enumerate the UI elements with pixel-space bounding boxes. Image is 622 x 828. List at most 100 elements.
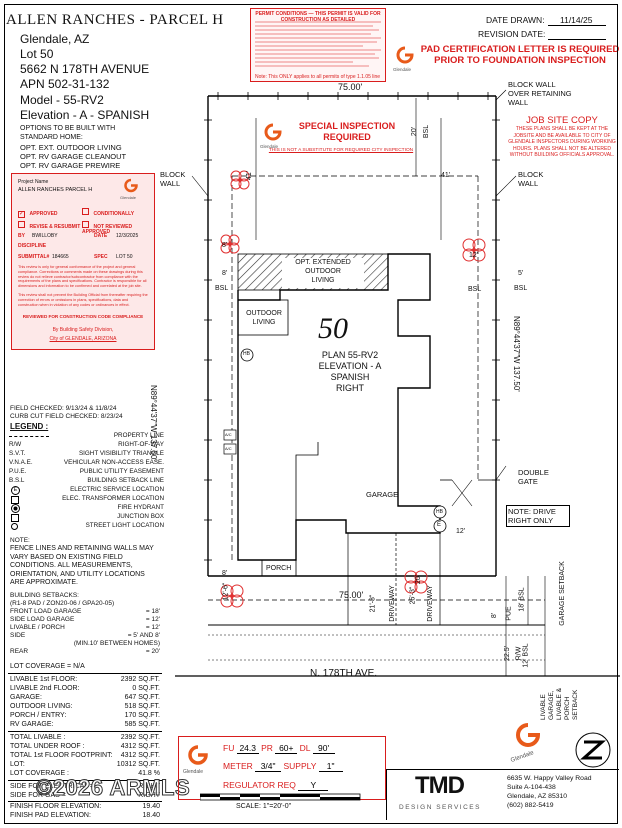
glendale-logo-plan: Glendale [260,122,286,149]
garage-setback-label: GARAGE SETBACK [558,561,566,626]
lot-number: Lot 50 [20,47,54,61]
street-light-icon [11,523,18,530]
review-stamp: Project Name ALLEN RANCHES PARCEL H Glen… [11,173,155,350]
setback-lines [231,175,479,560]
address: 5662 N 178TH AVENUE [20,62,150,76]
transformer-icon [11,496,19,504]
legend-row: P.U.E.PUBLIC UTILITY EASEMENT [9,468,164,475]
glendale-logo-large: Glendale [510,720,546,764]
electric-service-icon: E [11,486,20,495]
dim-25-3: 25'-3" [409,586,417,605]
legend-row: PROPERTY LINE [9,432,164,441]
driveway-label-right: DRIVEWAY [426,585,434,622]
lot-number-large: 50 [318,312,348,345]
bsl-12: 12' BSL [522,643,530,668]
apn: APN 502-31-132 [20,77,110,91]
tree-icon [220,234,240,254]
setbacks-table: FRONT LOAD GARAGE= 18' SIDE LOAD GARAGE=… [10,608,160,655]
pue-label: PUE [505,606,513,621]
scale-label: SCALE: 1"=20'-0" [236,803,292,810]
job-site-copy-title: JOB SITE COPY [526,115,598,126]
tree-icon [230,170,250,190]
tree-icon [220,584,244,608]
street-label: N. 178TH AVE. [310,668,378,679]
permit-conditions-stamp: PERMIT CONDITIONS — THIS PERMIT IS VALID… [250,8,386,82]
bsl-right: BSL [468,286,482,293]
date-drawn-label: DATE DRAWN: [486,15,545,25]
glendale-logo-small: Glendale [393,44,417,72]
setback-18: 18' BSL [518,587,526,612]
setbacks-zone: (R1-8 PAD / ZON20-06 / GPA20-05) [10,600,115,607]
bsl-label: BSL [423,124,431,139]
e-label: E [437,522,442,528]
legend-row: STREET LIGHT LOCATION [9,522,164,531]
lot-width-bottom: 75.00' [339,590,364,600]
not-substitute-notice: THIS IS NOT A SUBSTITUTE FOR REQUIRED CI… [268,148,414,153]
areas-table: LIVABLE 1st FLOOR:2392 SQ.FT. LIVABLE 2n… [10,676,160,728]
dim-12-front: 12' [456,528,466,535]
glendale-logo: Glendale [120,177,142,200]
dim-12-right: 12' [469,252,479,259]
livable-setback-label: LIVABLE GARAGE, LIVABLE & PORCH SETBACK [540,687,579,720]
title-block: TMD DESIGN SERVICES 6635 W. Happy Valley… [386,769,619,820]
project-city: Glendale, AZ [20,32,90,46]
curb-cut-checked: CURB CUT FIELD CHECKED: 8/23/24 [10,413,123,420]
hb-label: HB [243,351,250,357]
options-list: OPT. EXT. OUTDOOR LIVING OPT. RV GARAGE … [20,143,126,170]
tree-icons [220,170,486,608]
dim-22-5: 22.5' [503,646,511,661]
legend-title: LEGEND : [10,422,49,431]
garage-label: GARAGE [366,490,399,499]
electrical-side: SIDE FOR ELECTRICAL =RIGHT [10,783,160,790]
option-item: OPT. EXT. OUTDOOR LIVING [20,143,122,152]
electric-service-icon [433,519,447,533]
revision-date-label: REVISION DATE: [478,29,546,39]
checkbox-conditionally-approved: CONDITIONALLY APPROVED [82,202,150,238]
right-bearing: N89°44'37"W 137.50' [512,316,521,392]
note-title: NOTE: [10,537,30,544]
bsl-far-right: BSL [514,285,528,292]
option-item: OPT. RV GARAGE CLEANOUT [20,152,127,161]
house-footprint [237,253,441,561]
option-item: OPT. RV GARAGE PREWIRE [20,161,121,170]
date-drawn-value: 11/14/25 [560,15,593,25]
hose-bib-icon [240,348,254,362]
north-arrow-icon [572,730,614,775]
tree-icon [462,238,486,262]
dim-20: 20' [415,574,423,585]
armls-watermark: ©2026 ARMLS [35,775,191,801]
bsl-left: BSL [215,285,229,292]
legend-row: V.N.A.E.VEHICULAR NON-ACCESS EASE. [9,459,164,466]
checkbox-approved: ✓ APPROVED [18,211,58,218]
legend-row: JUNCTION BOX [9,513,164,522]
setbacks-title: BUILDING SETBACKS: [10,592,79,599]
hose-bib-icon [433,505,447,519]
junction-box-icon [11,514,19,522]
outdoor-living-area [237,299,289,336]
totals-table: TOTAL LIVABLE :2392 SQ.FT. TOTAL UNDER R… [10,734,160,777]
gas-side: SIDE FOR GAS =RIGHT [10,792,160,799]
porch-label: PORCH [266,565,292,572]
checkbox-revise: REVISE & RESUBMIT [18,215,80,233]
fu-pr-dl-row: FU 24.3 PR 60+ DL 90' [223,743,383,754]
firm-tagline: DESIGN SERVICES [399,804,481,811]
model: Model - 55-RV2 [20,93,104,107]
legend-row: FIRE HYDRANT [9,504,164,513]
